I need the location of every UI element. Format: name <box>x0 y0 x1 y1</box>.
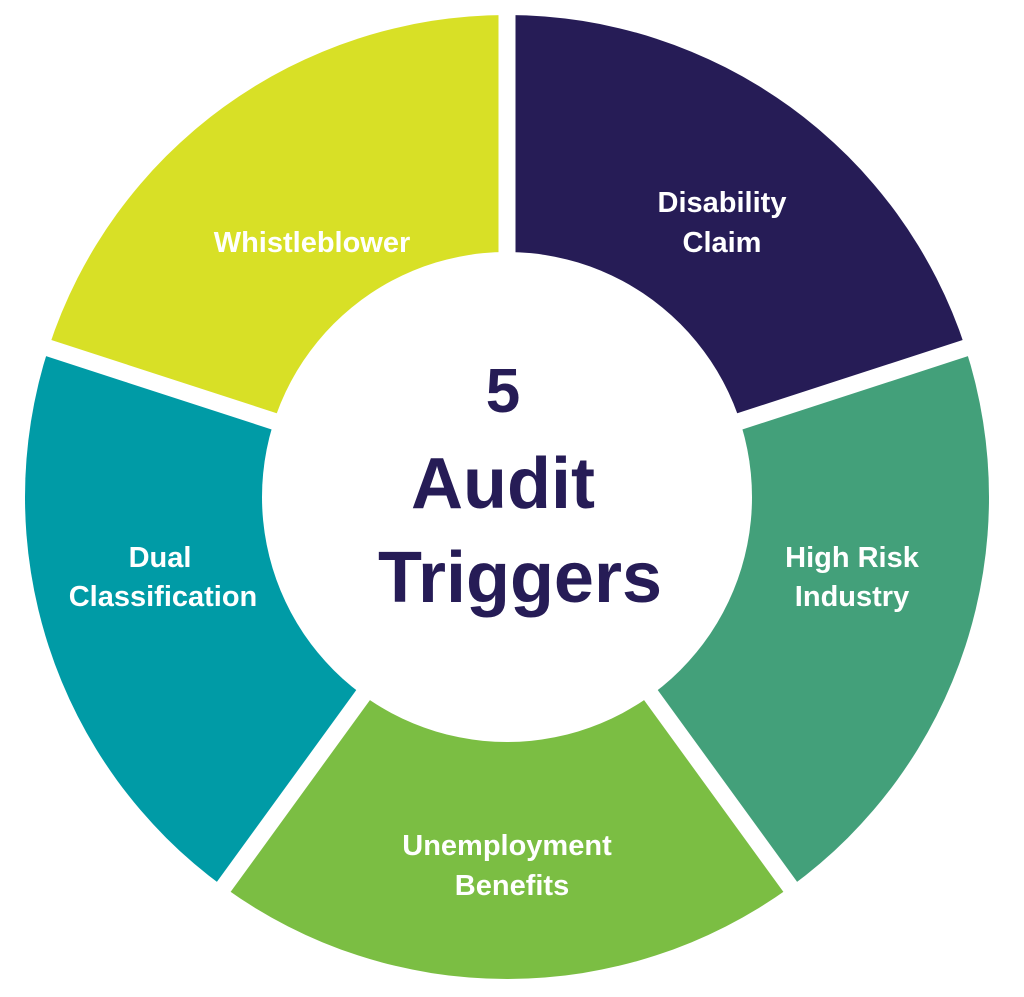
segment-label-line: Claim <box>683 227 762 259</box>
segment-label-line: Dual <box>129 542 192 574</box>
center-title-line-triggers: Triggers <box>378 538 662 618</box>
segment-label-whistleblower: Whistleblower <box>214 227 411 259</box>
segment-label-line: Unemployment <box>402 830 612 862</box>
segment-label-dual-classification: Dual Classification <box>69 542 258 613</box>
segment-label-line: Industry <box>795 581 909 613</box>
center-title: 5 Audit Triggers <box>378 357 662 618</box>
center-disc <box>262 252 752 742</box>
segment-label-line: Classification <box>69 581 258 613</box>
segment-label-line: Disability <box>658 187 787 219</box>
center-title-number: 5 <box>486 357 520 426</box>
segment-label-high-risk-industry: High Risk Industry <box>785 542 920 613</box>
center-title-line-audit: Audit <box>411 444 595 524</box>
segment-label-line: Benefits <box>455 870 569 902</box>
segment-labels: Disability Claim High Risk Industry Unem… <box>69 187 920 902</box>
segment-label-disability-claim: Disability Claim <box>658 187 787 259</box>
segment-label-unemployment-benefits: Unemployment Benefits <box>402 830 612 902</box>
segment-label-line: Whistleblower <box>214 227 411 259</box>
segment-label-line: High Risk <box>785 542 920 574</box>
